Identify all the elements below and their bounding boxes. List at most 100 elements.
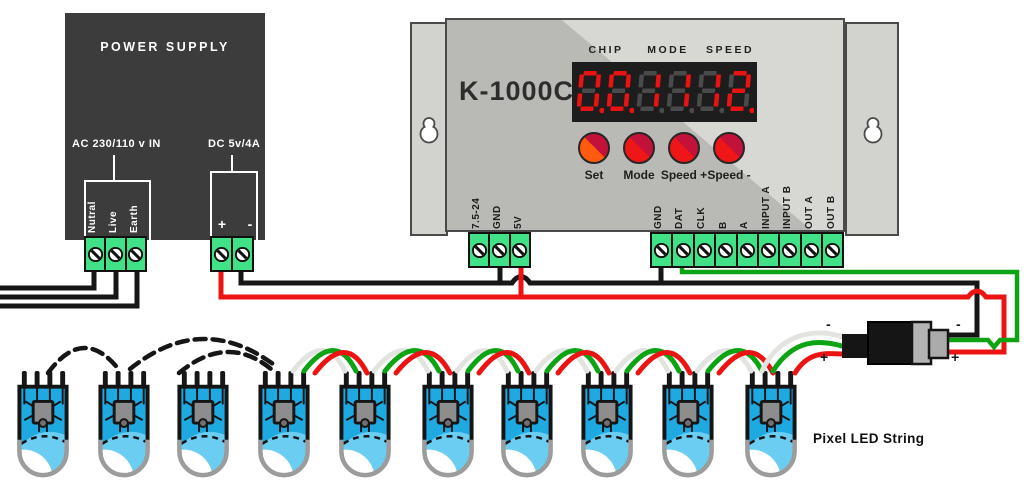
connector-left-plus-label: +: [820, 349, 829, 365]
link-wire-green: [624, 348, 682, 374]
dc-minus-label: -: [247, 216, 253, 232]
led-module: [722, 371, 811, 493]
mode-button: [623, 132, 655, 164]
link-wire-green: [301, 348, 359, 374]
screw-terminal: [470, 234, 488, 266]
speed-minus-button: [713, 132, 745, 164]
dc-terminal-outline: [210, 171, 258, 242]
link-wire-white: [613, 348, 671, 374]
screw-icon: [654, 242, 670, 258]
link-wire-red: [635, 350, 693, 376]
display-section-label-mode: MODE: [647, 44, 689, 56]
screw-terminal: [692, 234, 714, 266]
display-digit: [606, 71, 634, 114]
display-digit: [666, 71, 694, 114]
dc-label-pointer-line: [231, 155, 233, 171]
terminal-label: B: [717, 221, 729, 229]
link-wire-red: [476, 350, 532, 376]
dashed-link-3-4: [176, 349, 274, 376]
screw-terminal: [671, 234, 692, 266]
led-module: [0, 371, 83, 493]
terminal-label: CLK: [696, 206, 707, 229]
screw-terminal: [86, 238, 104, 270]
seven-segment-display: [572, 62, 757, 122]
screw-icon: [213, 246, 230, 262]
power-supply-title: POWER SUPPLY: [100, 40, 230, 54]
speed-minus-button-label: Speed -: [707, 168, 751, 182]
screw-icon: [491, 242, 508, 258]
keyhole-icon: [863, 117, 883, 144]
screw-icon: [782, 242, 798, 258]
mounting-ear-left: [410, 22, 448, 236]
screw-terminal: [488, 234, 508, 266]
mounting-ear-right: [845, 22, 899, 236]
led-module: [316, 371, 405, 493]
pigtail-wire-white: [759, 330, 845, 374]
link-wire-red: [555, 350, 612, 376]
display-digit: [696, 71, 724, 114]
screw-terminal: [778, 234, 799, 266]
link-wire-white: [290, 348, 348, 374]
screw-terminal: [714, 234, 735, 266]
pixel-led-string-label: Pixel LED String: [813, 431, 925, 446]
ac-label-pointer-line: [113, 155, 115, 180]
screw-terminal: [124, 238, 145, 270]
screw-terminal: [508, 234, 529, 266]
terminal-label: OUT A: [804, 195, 815, 229]
pigtail-wire-green: [770, 340, 845, 374]
screw-terminal: [756, 234, 778, 266]
screw-terminal: [212, 238, 231, 270]
terminal-label: 7.5-24: [470, 197, 482, 229]
display-section-label-speed: SPEED: [705, 44, 755, 56]
screw-icon: [675, 242, 691, 258]
terminal-label: Nutral: [86, 201, 98, 233]
link-wire-green: [705, 348, 765, 374]
link-wire-red: [716, 350, 776, 376]
dc-positive-wire: [218, 268, 1007, 355]
display-digit: [576, 71, 604, 114]
string-link-wires: [290, 330, 845, 376]
link-wire-white: [371, 348, 431, 374]
data-wire: [679, 264, 1020, 351]
terminal-label: A: [739, 221, 751, 229]
led-module: [235, 371, 324, 493]
connector-plug-body: [867, 321, 915, 365]
connector-right-plus-label: +: [951, 349, 960, 365]
terminal-label: GND: [652, 205, 664, 229]
screw-terminal: [104, 238, 124, 270]
terminal-label: INPUT A: [760, 185, 772, 229]
dc-plus-label: +: [217, 216, 227, 232]
terminal-label: DAT: [674, 207, 686, 229]
led-module: [75, 371, 164, 493]
display-digit: [726, 71, 754, 114]
link-wire-white: [694, 348, 754, 374]
screw-terminal: [799, 234, 821, 266]
ac-earth-wire: [0, 268, 140, 309]
ac-input-label: AC 230/110 v IN: [72, 138, 161, 150]
link-wire-red: [312, 350, 370, 376]
link-wire-red: [393, 350, 453, 376]
screw-icon: [512, 242, 528, 258]
ac-live-wire: [0, 268, 119, 300]
dc-negative-wire: [238, 268, 980, 338]
controller-io-terminal-block: [650, 232, 845, 268]
ac-terminal-block: [84, 236, 147, 272]
dc-connector: [842, 320, 950, 366]
screw-icon: [87, 246, 103, 262]
screw-icon: [128, 246, 144, 262]
mode-button-label: Mode: [623, 168, 655, 182]
screw-icon: [696, 242, 712, 258]
dc-terminal-block: [210, 236, 254, 272]
screw-terminal: [652, 234, 671, 266]
link-wire-green: [465, 348, 521, 374]
screw-icon: [761, 242, 777, 258]
display-digit: [636, 71, 664, 114]
terminal-label: Live: [107, 210, 119, 233]
screw-icon: [803, 242, 819, 258]
terminal-label: INPUT B: [782, 185, 794, 230]
screw-terminal: [735, 234, 757, 266]
controller-model-label: K-1000C: [459, 76, 575, 106]
screw-icon: [107, 246, 124, 262]
